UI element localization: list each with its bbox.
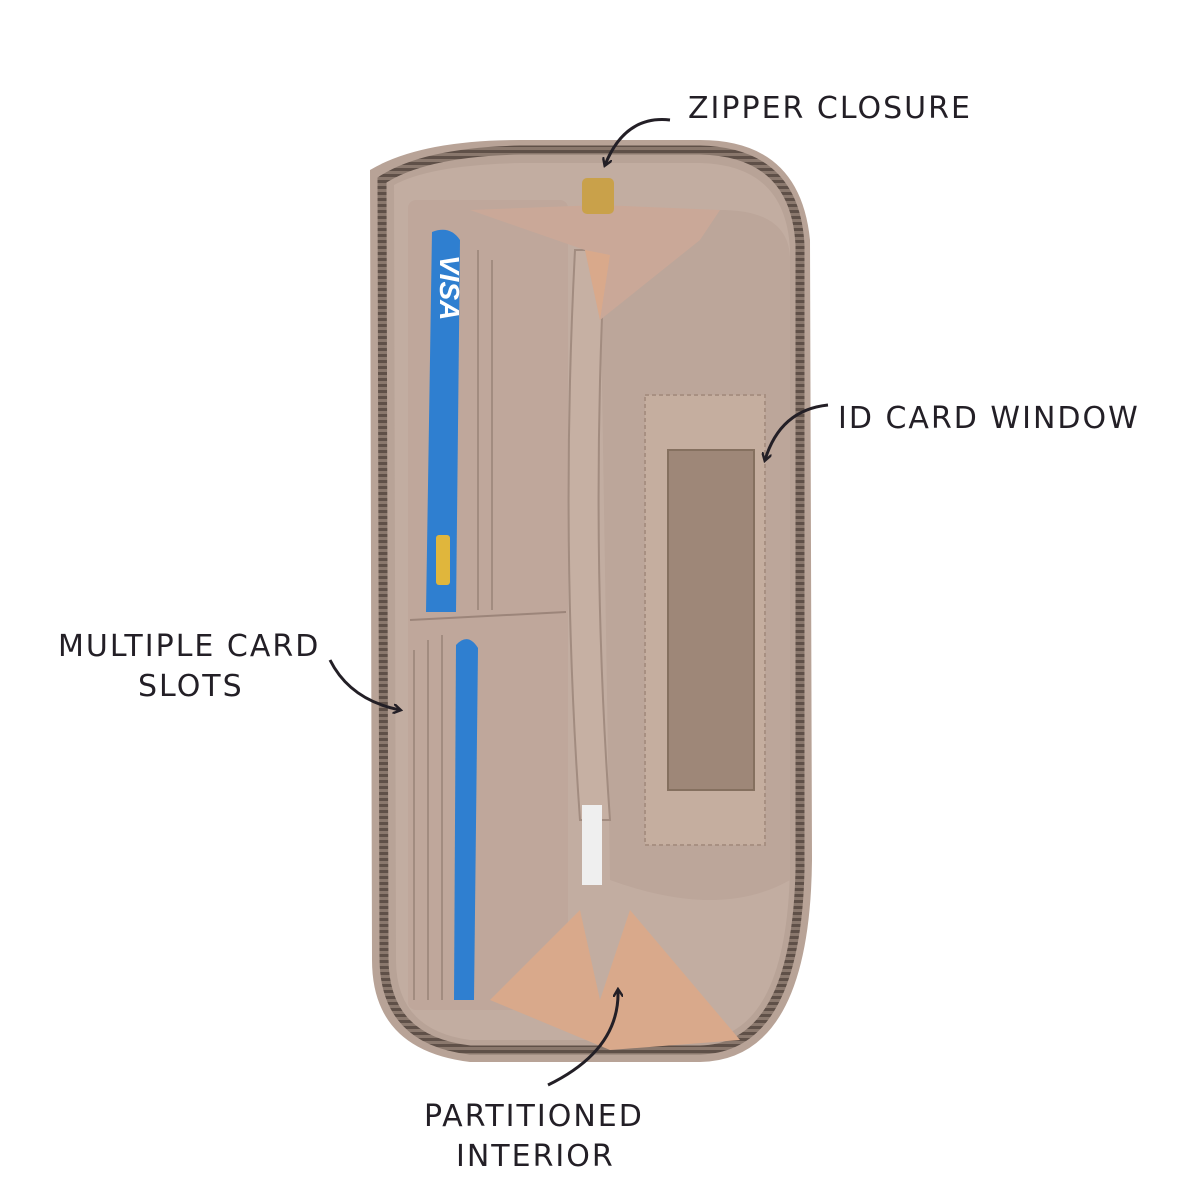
arrow-card-slots	[328, 659, 400, 710]
label-id-card-window: ID CARD WINDOW	[838, 401, 1140, 436]
arrow-id-window	[765, 403, 829, 460]
care-label	[582, 805, 602, 885]
label-partition-line2: INTERIOR	[456, 1139, 615, 1174]
arrow-zipper	[605, 118, 671, 165]
visa-logo: VISA	[434, 255, 465, 320]
credit-card-bottom	[454, 639, 478, 1000]
center-partition	[567, 249, 612, 821]
credit-card-top: VISA	[426, 229, 465, 613]
bottom-gusset	[490, 910, 740, 1050]
zipper-pull	[582, 178, 614, 244]
zipper-track	[377, 145, 805, 1055]
id-card-window	[644, 394, 766, 846]
label-zipper-closure: ZIPPER CLOSURE	[688, 91, 972, 126]
arrow-partition	[547, 990, 618, 1087]
label-partition-line1: PARTITIONED	[424, 1099, 644, 1134]
label-card-slots-line1: MULTIPLE CARD	[58, 629, 320, 664]
label-card-slots-line2: SLOTS	[138, 669, 244, 704]
